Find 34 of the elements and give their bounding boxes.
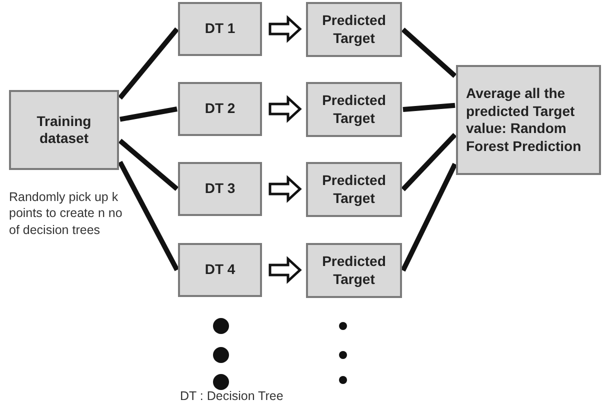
process-box bbox=[456, 65, 601, 175]
connector-line bbox=[118, 138, 179, 191]
node-label: Predicted Target bbox=[321, 172, 387, 207]
process-box bbox=[178, 162, 262, 216]
dataset-box bbox=[9, 90, 119, 170]
note-text: Randomly pick up k points to create n no of decision trees bbox=[9, 189, 124, 238]
node-label: Average all the predicted Target value: Random Forest Prediction bbox=[466, 85, 582, 155]
connector-line bbox=[118, 160, 180, 272]
node-label: Training dataset bbox=[36, 112, 92, 148]
connector-line bbox=[118, 27, 179, 100]
connector-line bbox=[402, 102, 456, 112]
node-label: DT 3 bbox=[204, 180, 236, 198]
hollow-arrow bbox=[268, 256, 302, 284]
node-label: Predicted Target bbox=[321, 12, 387, 47]
connector-line bbox=[401, 132, 457, 192]
process-box bbox=[306, 162, 402, 217]
node-label: DT 1 bbox=[204, 20, 236, 38]
hollow-arrow bbox=[268, 175, 302, 203]
node-label: DT 2 bbox=[204, 100, 236, 118]
node-label: Predicted Target bbox=[321, 253, 387, 288]
legend-note: DT : Decision Tree bbox=[180, 388, 284, 404]
hollow-arrow bbox=[268, 15, 302, 43]
process-box bbox=[178, 2, 262, 56]
process-box bbox=[178, 82, 262, 136]
process-box bbox=[178, 243, 262, 297]
process-box bbox=[306, 243, 402, 298]
connector-line bbox=[120, 106, 178, 122]
process-box bbox=[306, 82, 402, 137]
node-label: DT 4 bbox=[204, 261, 236, 279]
connector-line bbox=[400, 162, 458, 272]
hollow-arrow bbox=[268, 95, 302, 123]
node-label: Predicted Target bbox=[321, 92, 387, 127]
process-box bbox=[306, 2, 402, 57]
connector-line bbox=[401, 28, 457, 78]
